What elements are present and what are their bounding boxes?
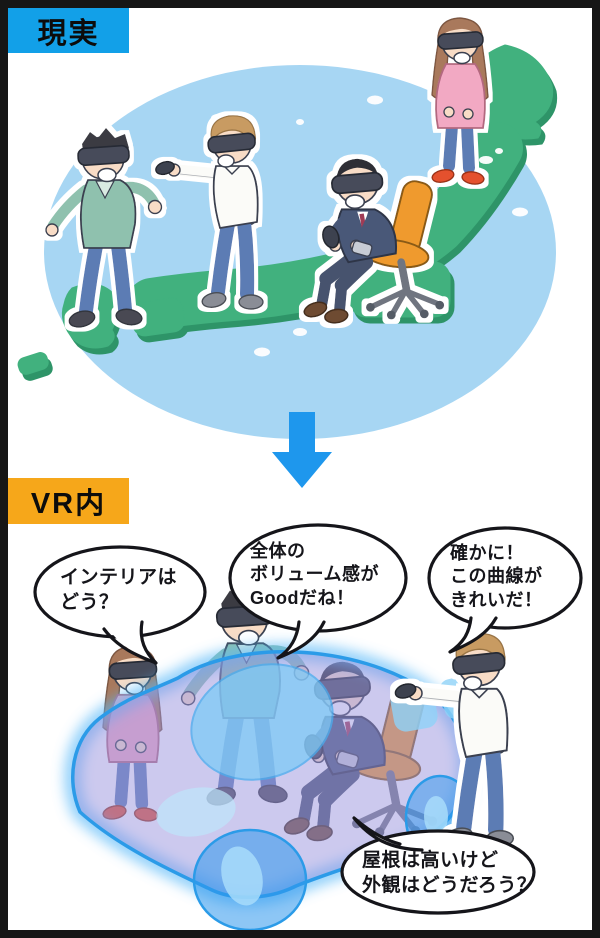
speech-bubble-interior [33, 545, 207, 665]
speech-line: ボリューム感が [250, 564, 379, 585]
vr-label: VR内 [8, 478, 129, 524]
speech-line: 確かに！ [450, 543, 524, 563]
reality-label-text: 現実 [37, 17, 100, 50]
speech-line: 外観はどうだろう？ [362, 874, 537, 896]
down-arrow-icon [272, 412, 332, 488]
speech-line: 屋根は高いけど [362, 850, 499, 871]
speech-line: どう？ [60, 591, 119, 613]
speech-bubbles [33, 523, 583, 915]
reality-label: 現実 [8, 8, 129, 53]
speech-bubble-volume [228, 523, 408, 660]
map-okinawa [17, 352, 49, 375]
car-front-hub [221, 846, 263, 906]
speech-text-curve: 確かに！ この曲線が きれいだ！ [450, 542, 543, 612]
vr-car [65, 644, 476, 932]
reality-scene [17, 18, 558, 439]
car-rear-hub [424, 796, 448, 836]
speech-line: Goodだね！ [250, 587, 355, 608]
vr-label-text: VR内 [30, 488, 107, 520]
speech-line: きれいだ！ [450, 589, 543, 610]
speech-bubble-roof [340, 816, 536, 915]
speech-text-roof: 屋根は高いけど 外観はどうだろう？ [362, 849, 536, 898]
speech-line: インテリアは [60, 567, 178, 588]
car-front-wheel-through [156, 787, 236, 837]
car-windshield [190, 663, 334, 781]
sea-ellipse [44, 65, 556, 439]
speech-bubble-curve [427, 526, 583, 654]
speech-line: この曲線が [450, 566, 543, 587]
speech-line: 全体の [250, 541, 306, 561]
speech-text-volume: 全体の ボリューム感が Goodだね！ [250, 540, 379, 610]
speech-text-interior: インテリアは どう？ [60, 566, 177, 615]
vr-scene [65, 586, 514, 932]
